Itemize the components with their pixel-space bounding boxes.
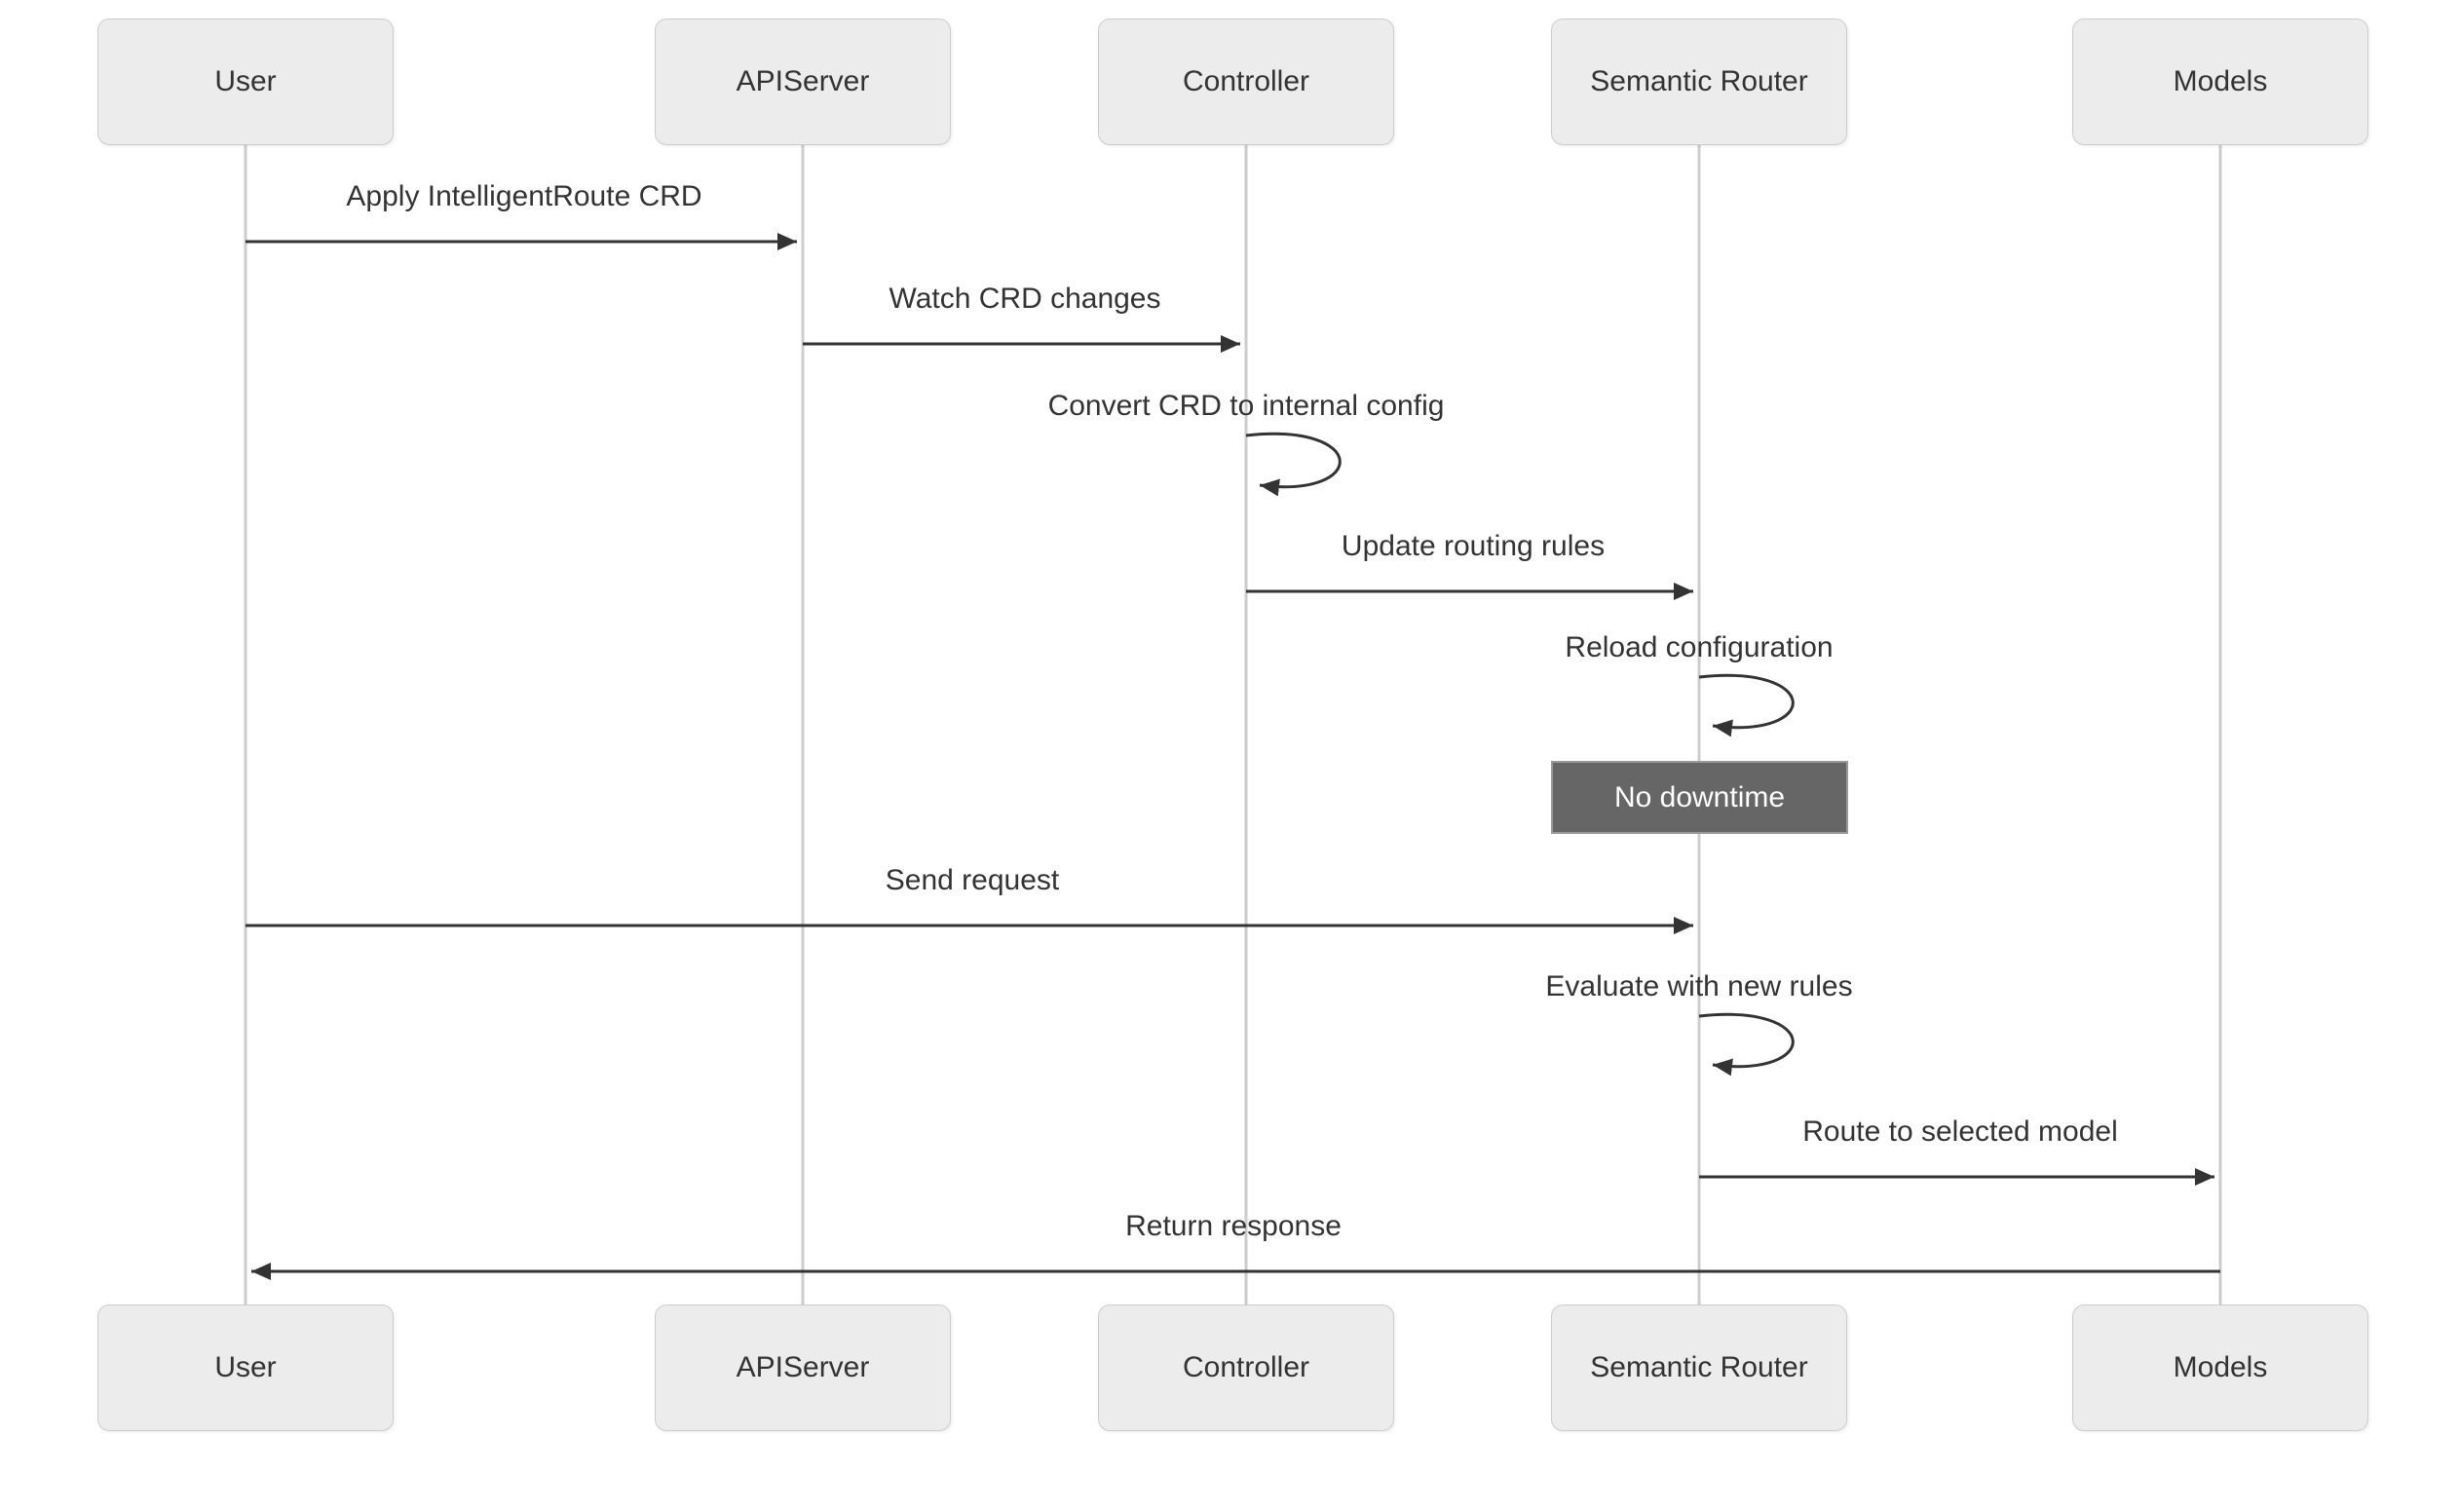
actor-label: Controller xyxy=(1182,1351,1310,1383)
actor-label: Semantic Router xyxy=(1590,1351,1808,1383)
actor-label: Models xyxy=(2173,1351,2268,1383)
actor-top-semantic-router: Semantic Router xyxy=(1551,19,1847,145)
message-label-send-request: Send request xyxy=(885,864,1060,896)
note-text: No downtime xyxy=(1613,780,1786,813)
note-no-downtime: No downtime xyxy=(1551,761,1848,834)
actor-label: Controller xyxy=(1182,65,1310,97)
actor-bottom-semantic-router: Semantic Router xyxy=(1551,1304,1847,1431)
actor-top-models: Models xyxy=(2072,19,2368,145)
actor-label: Semantic Router xyxy=(1590,65,1808,97)
actor-bottom-apiserver: APIServer xyxy=(655,1304,951,1431)
message-label-apply-crd: Apply IntelligentRoute CRD xyxy=(346,180,702,212)
actor-label: APIServer xyxy=(736,65,870,97)
actor-bottom-controller: Controller xyxy=(1098,1304,1394,1431)
actor-top-controller: Controller xyxy=(1098,19,1394,145)
message-label-update-routing-rules: Update routing rules xyxy=(1341,530,1606,562)
self-loop-convert-crd xyxy=(1245,432,1342,497)
message-label-watch-crd-changes: Watch CRD changes xyxy=(889,283,1161,315)
actor-bottom-user: User xyxy=(97,1304,394,1431)
actor-top-user: User xyxy=(97,19,394,145)
actor-label: APIServer xyxy=(736,1351,870,1383)
actor-top-apiserver: APIServer xyxy=(655,19,951,145)
message-label-reload-configuration: Reload configuration xyxy=(1565,631,1834,663)
self-loop-evaluate-new-rules xyxy=(1698,1012,1795,1077)
actor-label: User xyxy=(214,1351,277,1383)
message-label-evaluate-new-rules: Evaluate with new rules xyxy=(1545,970,1853,1002)
actor-bottom-models: Models xyxy=(2072,1304,2368,1431)
message-label-return-response: Return response xyxy=(1125,1210,1342,1242)
actor-label: Models xyxy=(2173,65,2268,97)
actor-label: User xyxy=(214,65,277,97)
message-label-route-to-model: Route to selected model xyxy=(1802,1115,2118,1148)
message-label-convert-crd: Convert CRD to internal config xyxy=(1047,390,1445,422)
self-loop-reload-configuration xyxy=(1698,673,1795,737)
